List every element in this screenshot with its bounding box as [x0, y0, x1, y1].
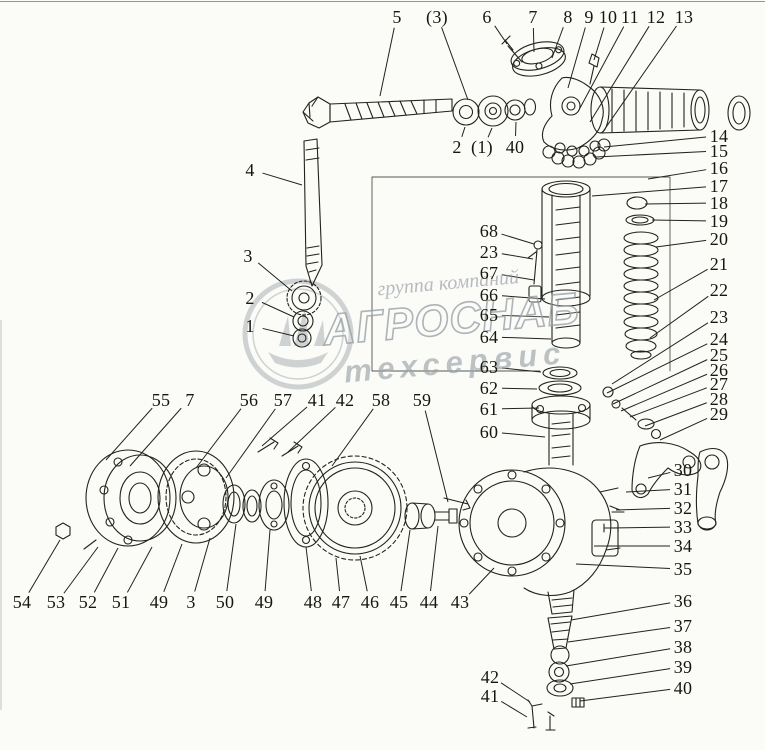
parts-drawing	[55, 35, 751, 731]
bottom-washers-nut	[546, 661, 585, 708]
small-hardware-cluster	[602, 386, 662, 440]
thrust-washers	[222, 484, 262, 524]
steering-column-tube	[541, 180, 591, 349]
planet-carrier-ring	[157, 450, 235, 544]
input-bearing-set	[452, 95, 537, 127]
bottom-bolts-41-42	[527, 699, 556, 731]
worm-shaft	[302, 96, 453, 129]
assembly-frame	[371, 176, 671, 372]
bolt-10	[588, 53, 600, 85]
sector-roller-chain	[542, 138, 611, 169]
bevel-pinion	[547, 615, 573, 665]
top-cover-plate	[510, 41, 566, 77]
leader-lines	[28, 25, 709, 718]
final-drive-gear	[302, 455, 408, 561]
gear-drum	[283, 458, 329, 548]
steering-sector-lever	[541, 76, 604, 151]
hub-nut-54	[55, 522, 71, 540]
coupling-sleeve	[404, 502, 458, 530]
upper-bolts-41-42	[257, 437, 303, 457]
housing-end-ring	[727, 95, 751, 131]
cover-bolt-6	[501, 35, 523, 63]
column-clamp-hardware	[527, 240, 543, 303]
small-gear-stack	[286, 280, 322, 348]
spacer-disc	[258, 479, 290, 531]
steering-arm	[695, 447, 729, 531]
scan-edge-lines	[0, 1, 765, 710]
stud-59	[443, 497, 471, 511]
wheel-hub-flange	[83, 449, 177, 550]
splined-shaft-4	[303, 138, 323, 287]
steering-housing-cylinder	[590, 86, 710, 134]
spring-stack	[623, 196, 659, 360]
axle-housing	[458, 467, 621, 615]
watermark-emblem-ship-icon	[242, 278, 354, 390]
lower-column-flange	[531, 366, 591, 466]
drop-arm	[631, 442, 702, 499]
